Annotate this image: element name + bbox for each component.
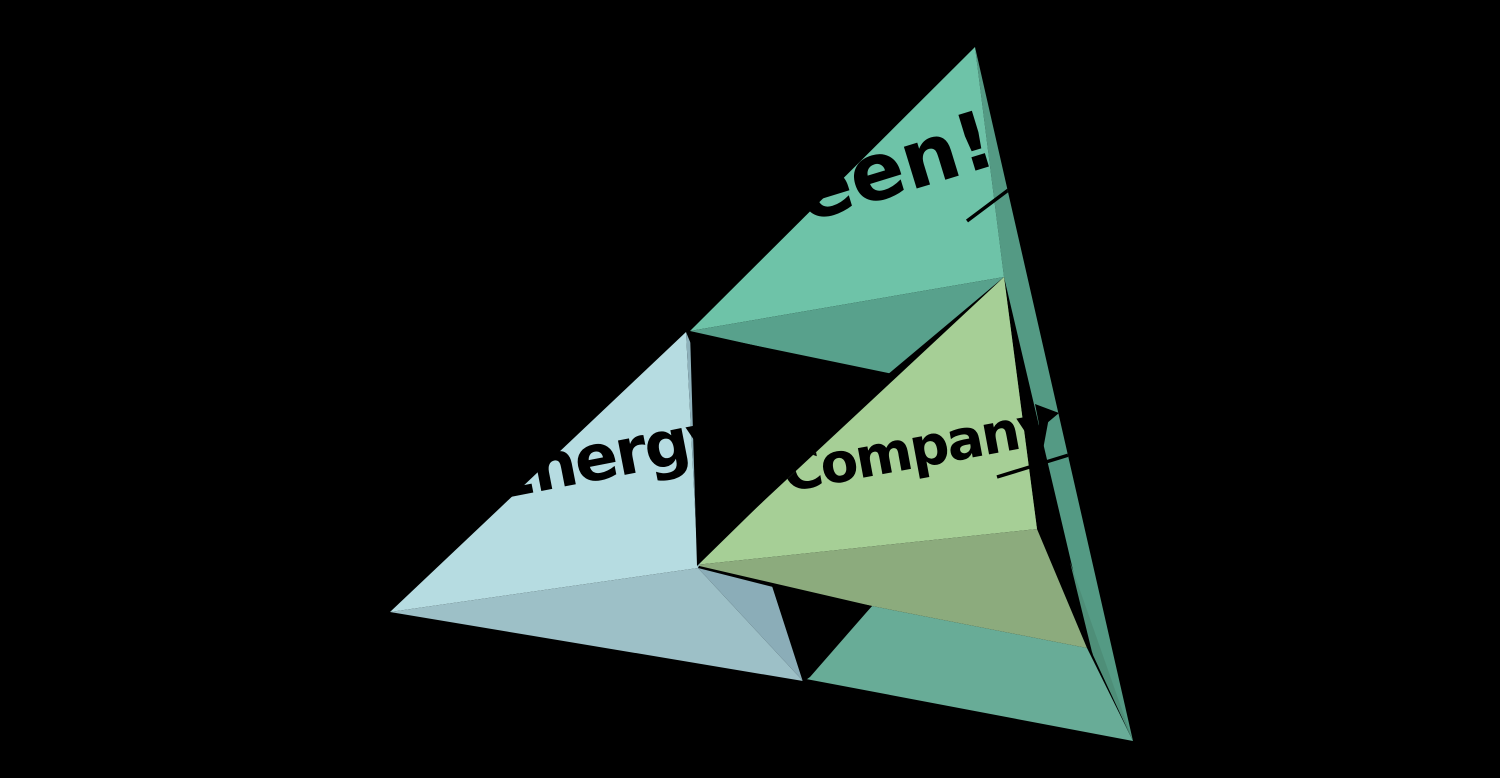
face-left-bottom	[390, 568, 803, 681]
gap-center-hole	[690, 332, 893, 566]
gap-bottom-hole	[772, 586, 872, 682]
face-left-front	[390, 332, 698, 612]
face-olive-band	[695, 529, 1087, 648]
face-company-front	[695, 277, 1037, 565]
leader-line-company	[996, 452, 1073, 479]
face-top-underside	[690, 277, 1004, 375]
face-left-bottom-dark	[698, 568, 803, 681]
tetrahedron-faces	[390, 47, 1133, 741]
face-right-edge-strip	[975, 47, 1133, 741]
face-back-teal	[806, 606, 1133, 741]
face-top-front	[690, 47, 1004, 331]
leader-line-green	[965, 186, 1013, 223]
face-corner-dark	[1070, 562, 1133, 741]
arrowhead-icon	[1035, 404, 1059, 429]
